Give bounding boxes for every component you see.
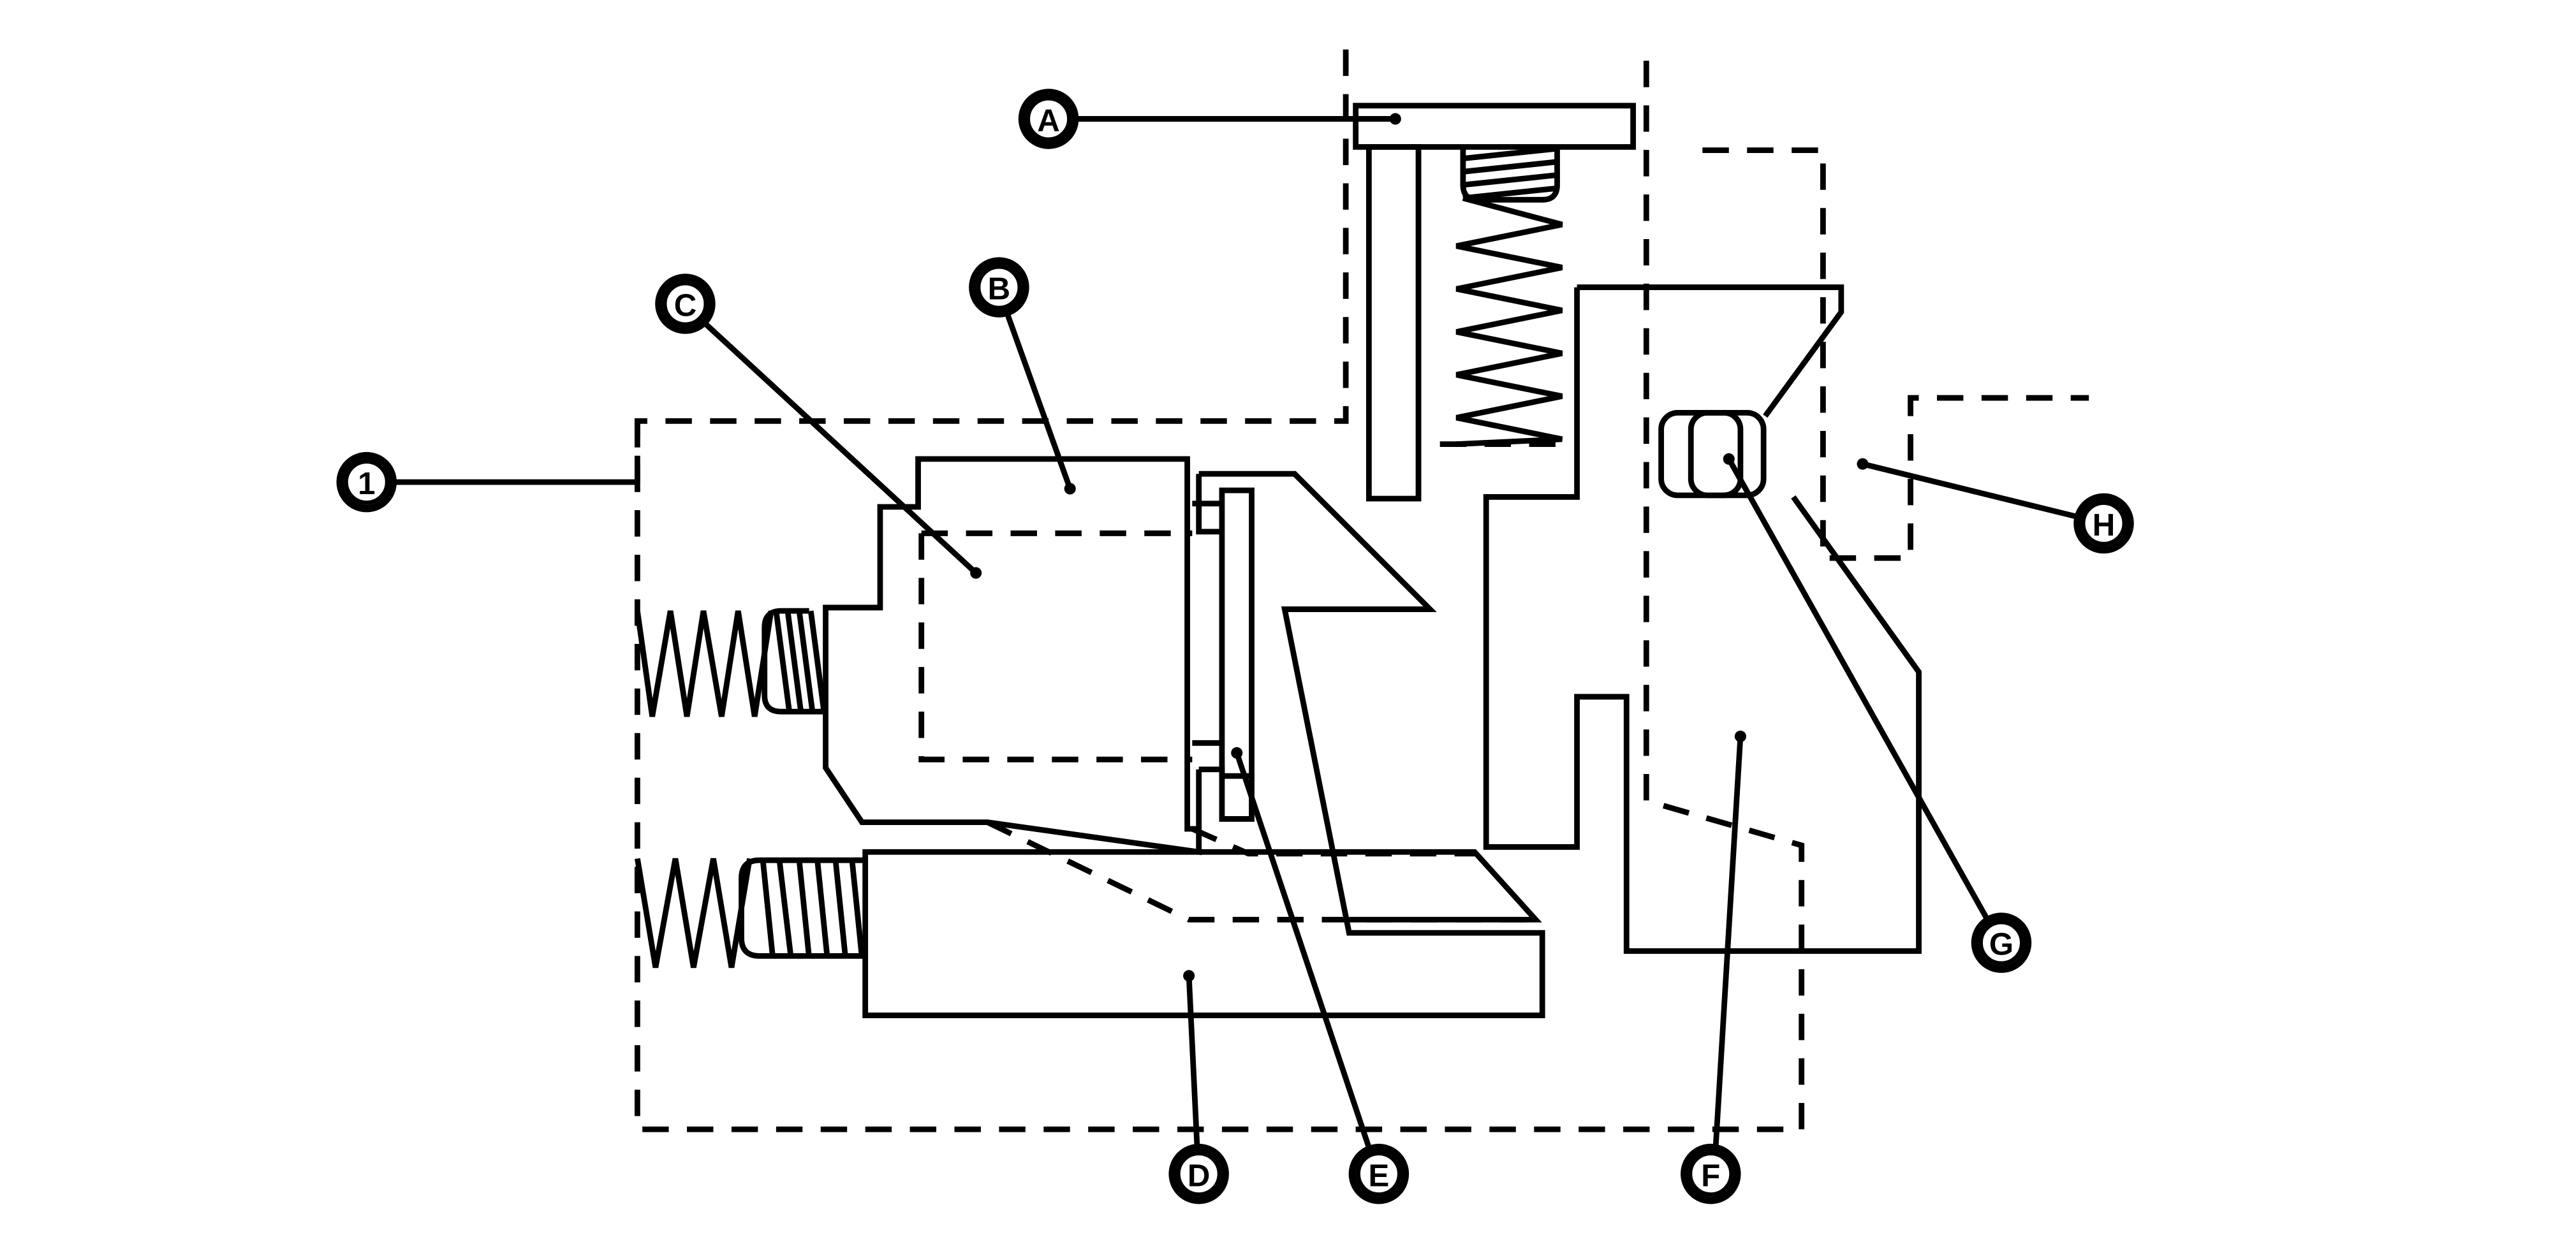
callout-b: B (969, 257, 1029, 318)
point-a (1389, 113, 1401, 125)
vertical-spring (1455, 145, 1563, 447)
callout-d: D (1168, 1143, 1229, 1204)
point-f (1734, 730, 1746, 743)
leader-c (701, 319, 978, 575)
leader-b (1005, 312, 1073, 490)
upper-horizontal-spring (635, 610, 827, 717)
callout-h-label: H (2093, 508, 2116, 543)
plate-e (1219, 487, 1255, 779)
leader-d (1186, 976, 1200, 1148)
point-b (1064, 483, 1076, 495)
callout-f: F (1681, 1143, 1741, 1204)
leader-g (1726, 457, 1989, 919)
lower-horizontal-spring (635, 858, 865, 968)
callout-f-label: F (1701, 1158, 1720, 1193)
callout-c-label: C (674, 288, 697, 323)
callout-c: C (655, 274, 716, 334)
roller-g-inner (1688, 409, 1767, 499)
top-plate (1353, 103, 1637, 150)
point-h (1857, 458, 1869, 470)
lever-f (1483, 284, 1922, 954)
point-e (1231, 747, 1243, 759)
callout-e-label: E (1368, 1158, 1389, 1193)
callout-g: G (1971, 912, 2032, 973)
callout-a: A (1018, 89, 1079, 149)
callout-g-label: G (1989, 927, 2013, 962)
main-block (823, 456, 1202, 856)
housing-left-wall (634, 54, 1805, 1132)
frame-bracket-outline (1702, 147, 2089, 561)
leaders (393, 113, 2079, 1149)
leader-e (1234, 752, 1372, 1149)
plate-bracket-top (1192, 474, 1222, 535)
callout-b-label: B (988, 272, 1011, 307)
slider-hidden-edge (986, 819, 1536, 923)
callouts: 1 A B C D E F (336, 89, 2134, 1204)
dashed-outlines (634, 49, 2089, 1132)
springs (635, 145, 1563, 968)
point-c (970, 567, 982, 579)
leader-f (1712, 736, 1744, 1148)
point-d (1183, 970, 1195, 982)
plate-carrier (862, 471, 1545, 1018)
callout-a-label: A (1037, 103, 1060, 138)
main-housing-outline (634, 49, 1349, 483)
callout-1-label: 1 (358, 466, 375, 501)
point-g (1723, 453, 1735, 465)
callout-1: 1 (336, 451, 397, 513)
vertical-stem (1365, 144, 1422, 502)
callout-d-label: D (1188, 1158, 1211, 1193)
leader-h (1862, 461, 2079, 520)
solid-components (739, 103, 1922, 1018)
callout-h: H (2073, 493, 2134, 554)
callout-e: E (1348, 1143, 1409, 1204)
inner-block-outline-side (918, 533, 1193, 763)
